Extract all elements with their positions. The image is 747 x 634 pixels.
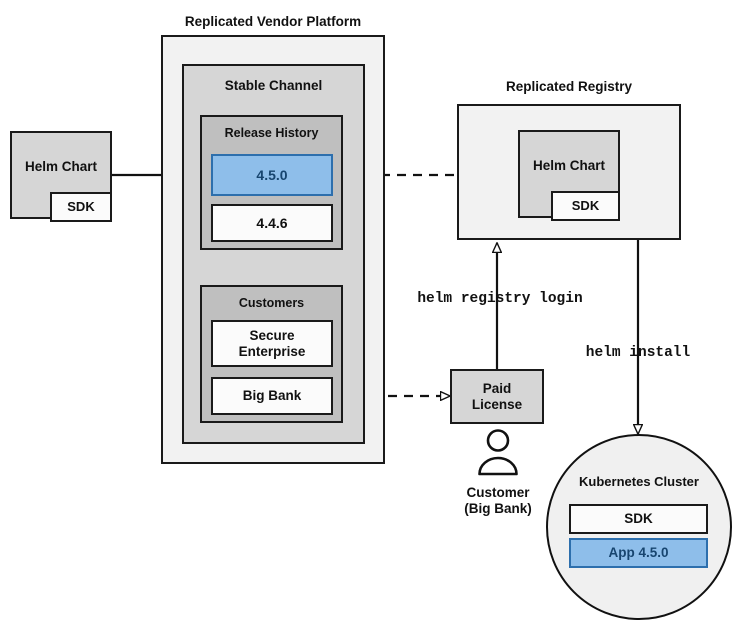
node-customer-secure-enterprise-label-line2: Enterprise	[238, 343, 306, 359]
node-helm-chart-source-label: Helm Chart	[24, 159, 97, 175]
node-customer-big-bank[interactable]: Big Bank	[211, 377, 333, 415]
title-replicated-vendor-platform: Replicated Vendor Platform	[161, 14, 385, 30]
node-cluster-sdk[interactable]: SDK	[569, 504, 708, 534]
title-stable-channel: Stable Channel	[184, 78, 363, 94]
title-kubernetes-cluster: Kubernetes Cluster	[546, 474, 732, 490]
caption-customer-line1: Customer	[466, 485, 530, 500]
node-registry-helm-chart-label: Helm Chart	[532, 158, 605, 174]
customer-person-icon	[478, 429, 518, 476]
node-cluster-sdk-label: SDK	[624, 511, 653, 527]
node-registry-helm-chart-sdk-label: SDK	[571, 197, 600, 213]
title-replicated-registry: Replicated Registry	[457, 79, 681, 95]
title-release-history: Release History	[202, 126, 341, 140]
node-release-4-5-0[interactable]: 4.5.0	[211, 154, 333, 196]
node-helm-chart-source-sdk-label: SDK	[67, 198, 95, 214]
caption-customer-big-bank: Customer (Big Bank)	[425, 485, 571, 517]
title-customers: Customers	[202, 296, 341, 310]
command-helm-registry-login: helm registry login	[400, 291, 600, 307]
node-helm-chart-source-sdk[interactable]: SDK	[50, 192, 112, 222]
title-replicated-registry-label: Replicated Registry	[505, 79, 633, 94]
title-release-history-label: Release History	[224, 126, 319, 140]
node-registry-helm-chart-sdk[interactable]: SDK	[551, 191, 620, 221]
node-paid-license-label-line1: Paid	[482, 380, 512, 396]
node-paid-license[interactable]: Paid License	[450, 369, 544, 424]
command-helm-install-label: helm install	[585, 345, 691, 361]
node-release-4-4-6-label: 4.4.6	[256, 214, 288, 231]
node-release-4-5-0-label: 4.5.0	[256, 166, 288, 183]
node-customer-secure-enterprise-label-line1: Secure	[249, 327, 295, 343]
node-cluster-app-label: App 4.5.0	[608, 545, 669, 561]
node-customer-secure-enterprise[interactable]: Secure Enterprise	[211, 320, 333, 367]
title-replicated-vendor-platform-label: Replicated Vendor Platform	[184, 14, 362, 29]
caption-customer-line2: (Big Bank)	[464, 501, 532, 517]
command-helm-install: helm install	[563, 345, 713, 361]
node-release-4-4-6[interactable]: 4.4.6	[211, 204, 333, 242]
node-paid-license-label-line2: License	[471, 396, 523, 412]
node-customer-big-bank-label: Big Bank	[242, 388, 302, 404]
node-cluster-app[interactable]: App 4.5.0	[569, 538, 708, 568]
command-helm-registry-login-label: helm registry login	[417, 291, 583, 307]
title-customers-label: Customers	[238, 296, 305, 310]
title-kubernetes-cluster-label: Kubernetes Cluster	[579, 474, 699, 489]
title-stable-channel-label: Stable Channel	[224, 78, 323, 93]
